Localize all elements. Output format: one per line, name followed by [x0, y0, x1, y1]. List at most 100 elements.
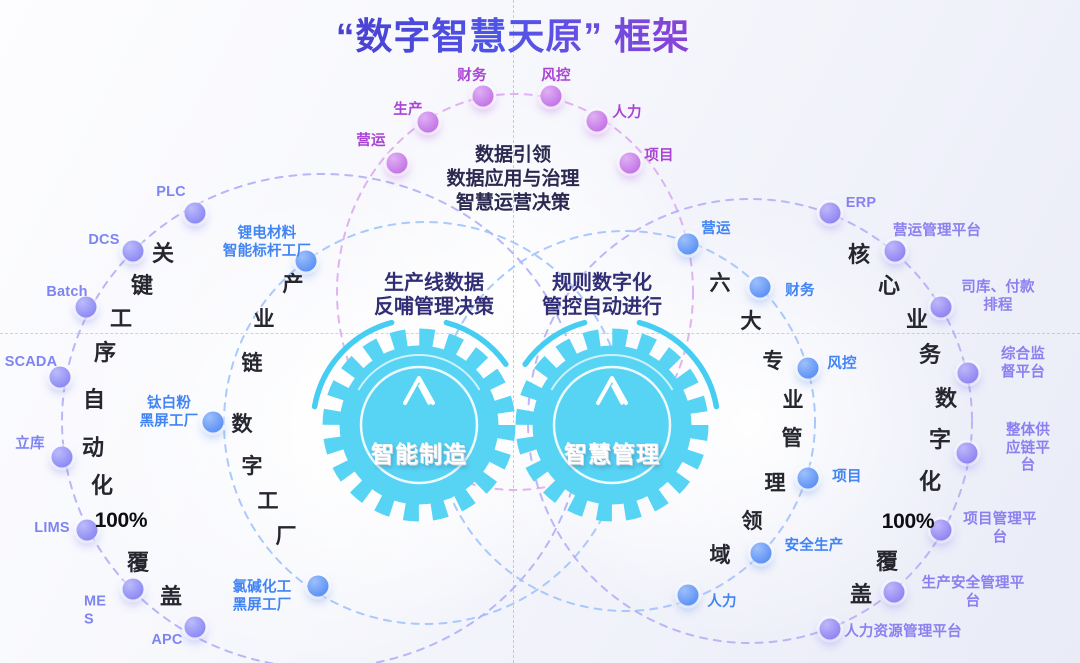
left-node-label: MES: [84, 593, 107, 627]
left-node-label: Batch: [46, 284, 88, 301]
gear-left-heading: 生产线数据 反哺管理决策: [374, 272, 494, 318]
node-dot: [540, 85, 562, 107]
top-circle-text-line: 智慧运营决策: [455, 192, 571, 214]
platform-node-label: 生产安全管理平台: [921, 575, 1025, 609]
arc-char: 动: [81, 435, 105, 460]
left-node-label: SCADA: [4, 354, 58, 371]
platform-node-label: 营运管理平台: [892, 223, 982, 240]
node-dot: [184, 616, 206, 638]
top-node-label: 营运: [356, 133, 386, 150]
arc-char: 核: [847, 242, 871, 267]
gear-left: [311, 319, 516, 522]
arc-char: 覆: [875, 549, 899, 574]
top-circle-text-line: 数据引领: [474, 144, 552, 166]
domain-node-label: 营运: [701, 221, 731, 238]
left-node-label: DCS: [88, 232, 120, 249]
arc-char: 自: [82, 387, 106, 412]
arc-char: 厂: [275, 525, 297, 548]
node-dot: [619, 152, 641, 174]
node-dot: [930, 296, 952, 318]
arc-char: 数: [231, 413, 253, 436]
arc-char: 业: [253, 308, 275, 331]
arc-char: 理: [764, 472, 786, 495]
arc-char: 产: [282, 273, 304, 296]
gear-right-label: 智慧管理: [564, 441, 660, 467]
page-title: “数字智慧天原” 框架: [336, 6, 690, 60]
right-dashed-circle: [527, 198, 973, 644]
platform-node-label: 项目管理平台: [963, 511, 1037, 545]
platform-node-label: 整体供应链平台: [1005, 422, 1051, 474]
node-dot: [122, 578, 144, 600]
arc-char: 盖: [849, 582, 873, 607]
right-inner-dashed-circle: [434, 230, 816, 612]
domain-node-label: 项目: [832, 469, 862, 486]
node-dot: [49, 366, 71, 388]
arc-char: 关: [151, 241, 175, 266]
vertical-guide-line: [513, 0, 514, 663]
gear-left-label: 智能制造: [371, 441, 467, 467]
arc-char: 字: [241, 455, 263, 478]
arc-char: 域: [709, 544, 731, 567]
node-dot: [51, 446, 73, 468]
top-circle-text-line: 数据应用与治理: [446, 168, 580, 190]
top-node-label: 财务: [457, 68, 487, 85]
platform-node-label: 人力资源管理平台: [844, 624, 962, 641]
arc-char: 序: [93, 340, 117, 365]
node-dot: [472, 85, 494, 107]
node-dot: [956, 442, 978, 464]
left-node-label: LIMS: [34, 520, 70, 537]
arc-char: 工: [257, 490, 279, 513]
arc-char: 专: [762, 350, 784, 373]
arc-percent: 100%: [881, 510, 935, 533]
arc-char: 工: [109, 306, 133, 331]
node-dot: [677, 233, 699, 255]
factory-label: 氯碱化工 黑屏工厂: [232, 579, 292, 613]
company-logo-icon: [403, 376, 435, 405]
factory-label: 钛白粉 黑屏工厂: [139, 395, 199, 429]
arc-char: 务: [918, 342, 942, 367]
arc-char: 化: [918, 469, 942, 494]
platform-node-label: 司库、付款排程: [961, 279, 1035, 313]
node-dot: [202, 411, 224, 433]
node-dot: [884, 240, 906, 262]
gear-right-swoosh-left: [522, 319, 588, 367]
top-node-label: 风控: [541, 68, 571, 85]
gear-right-heading: 规则数字化 管控自动进行: [542, 272, 662, 318]
domain-node-label: 人力: [707, 594, 737, 611]
arc-char: 大: [740, 310, 762, 333]
node-dot: [76, 519, 98, 541]
node-dot: [184, 202, 206, 224]
top-node-label: 项目: [644, 148, 674, 165]
left-node-label: APC: [151, 632, 183, 649]
node-dot: [122, 240, 144, 262]
arc-char: 六: [709, 272, 731, 295]
left-node-label: 立库: [15, 436, 45, 453]
arc-char: 管: [781, 427, 803, 450]
node-dot: [930, 519, 952, 541]
node-dot: [677, 584, 699, 606]
gear-right: [515, 319, 720, 522]
arc-char: 链: [241, 352, 263, 375]
top-node-label: 人力: [612, 105, 642, 122]
arc-char: 覆: [126, 550, 150, 575]
gear-right-swoosh-right: [636, 319, 720, 410]
domain-node-label: 财务: [785, 283, 815, 300]
arc-char: 键: [130, 273, 154, 298]
node-dot: [819, 618, 841, 640]
arc-char: 化: [90, 473, 114, 498]
arc-char: 业: [905, 307, 929, 332]
node-dot: [819, 202, 841, 224]
node-dot: [749, 276, 771, 298]
domain-node-label: 风控: [827, 356, 857, 373]
arc-char: 字: [928, 427, 952, 452]
node-dot: [307, 575, 329, 597]
domain-node-label: 安全生产: [784, 538, 844, 555]
node-dot: [797, 467, 819, 489]
arc-char: 领: [741, 510, 763, 533]
arc-char: 业: [782, 389, 804, 412]
node-dot: [75, 296, 97, 318]
node-dot: [417, 111, 439, 133]
arc-char: 盖: [159, 584, 183, 609]
